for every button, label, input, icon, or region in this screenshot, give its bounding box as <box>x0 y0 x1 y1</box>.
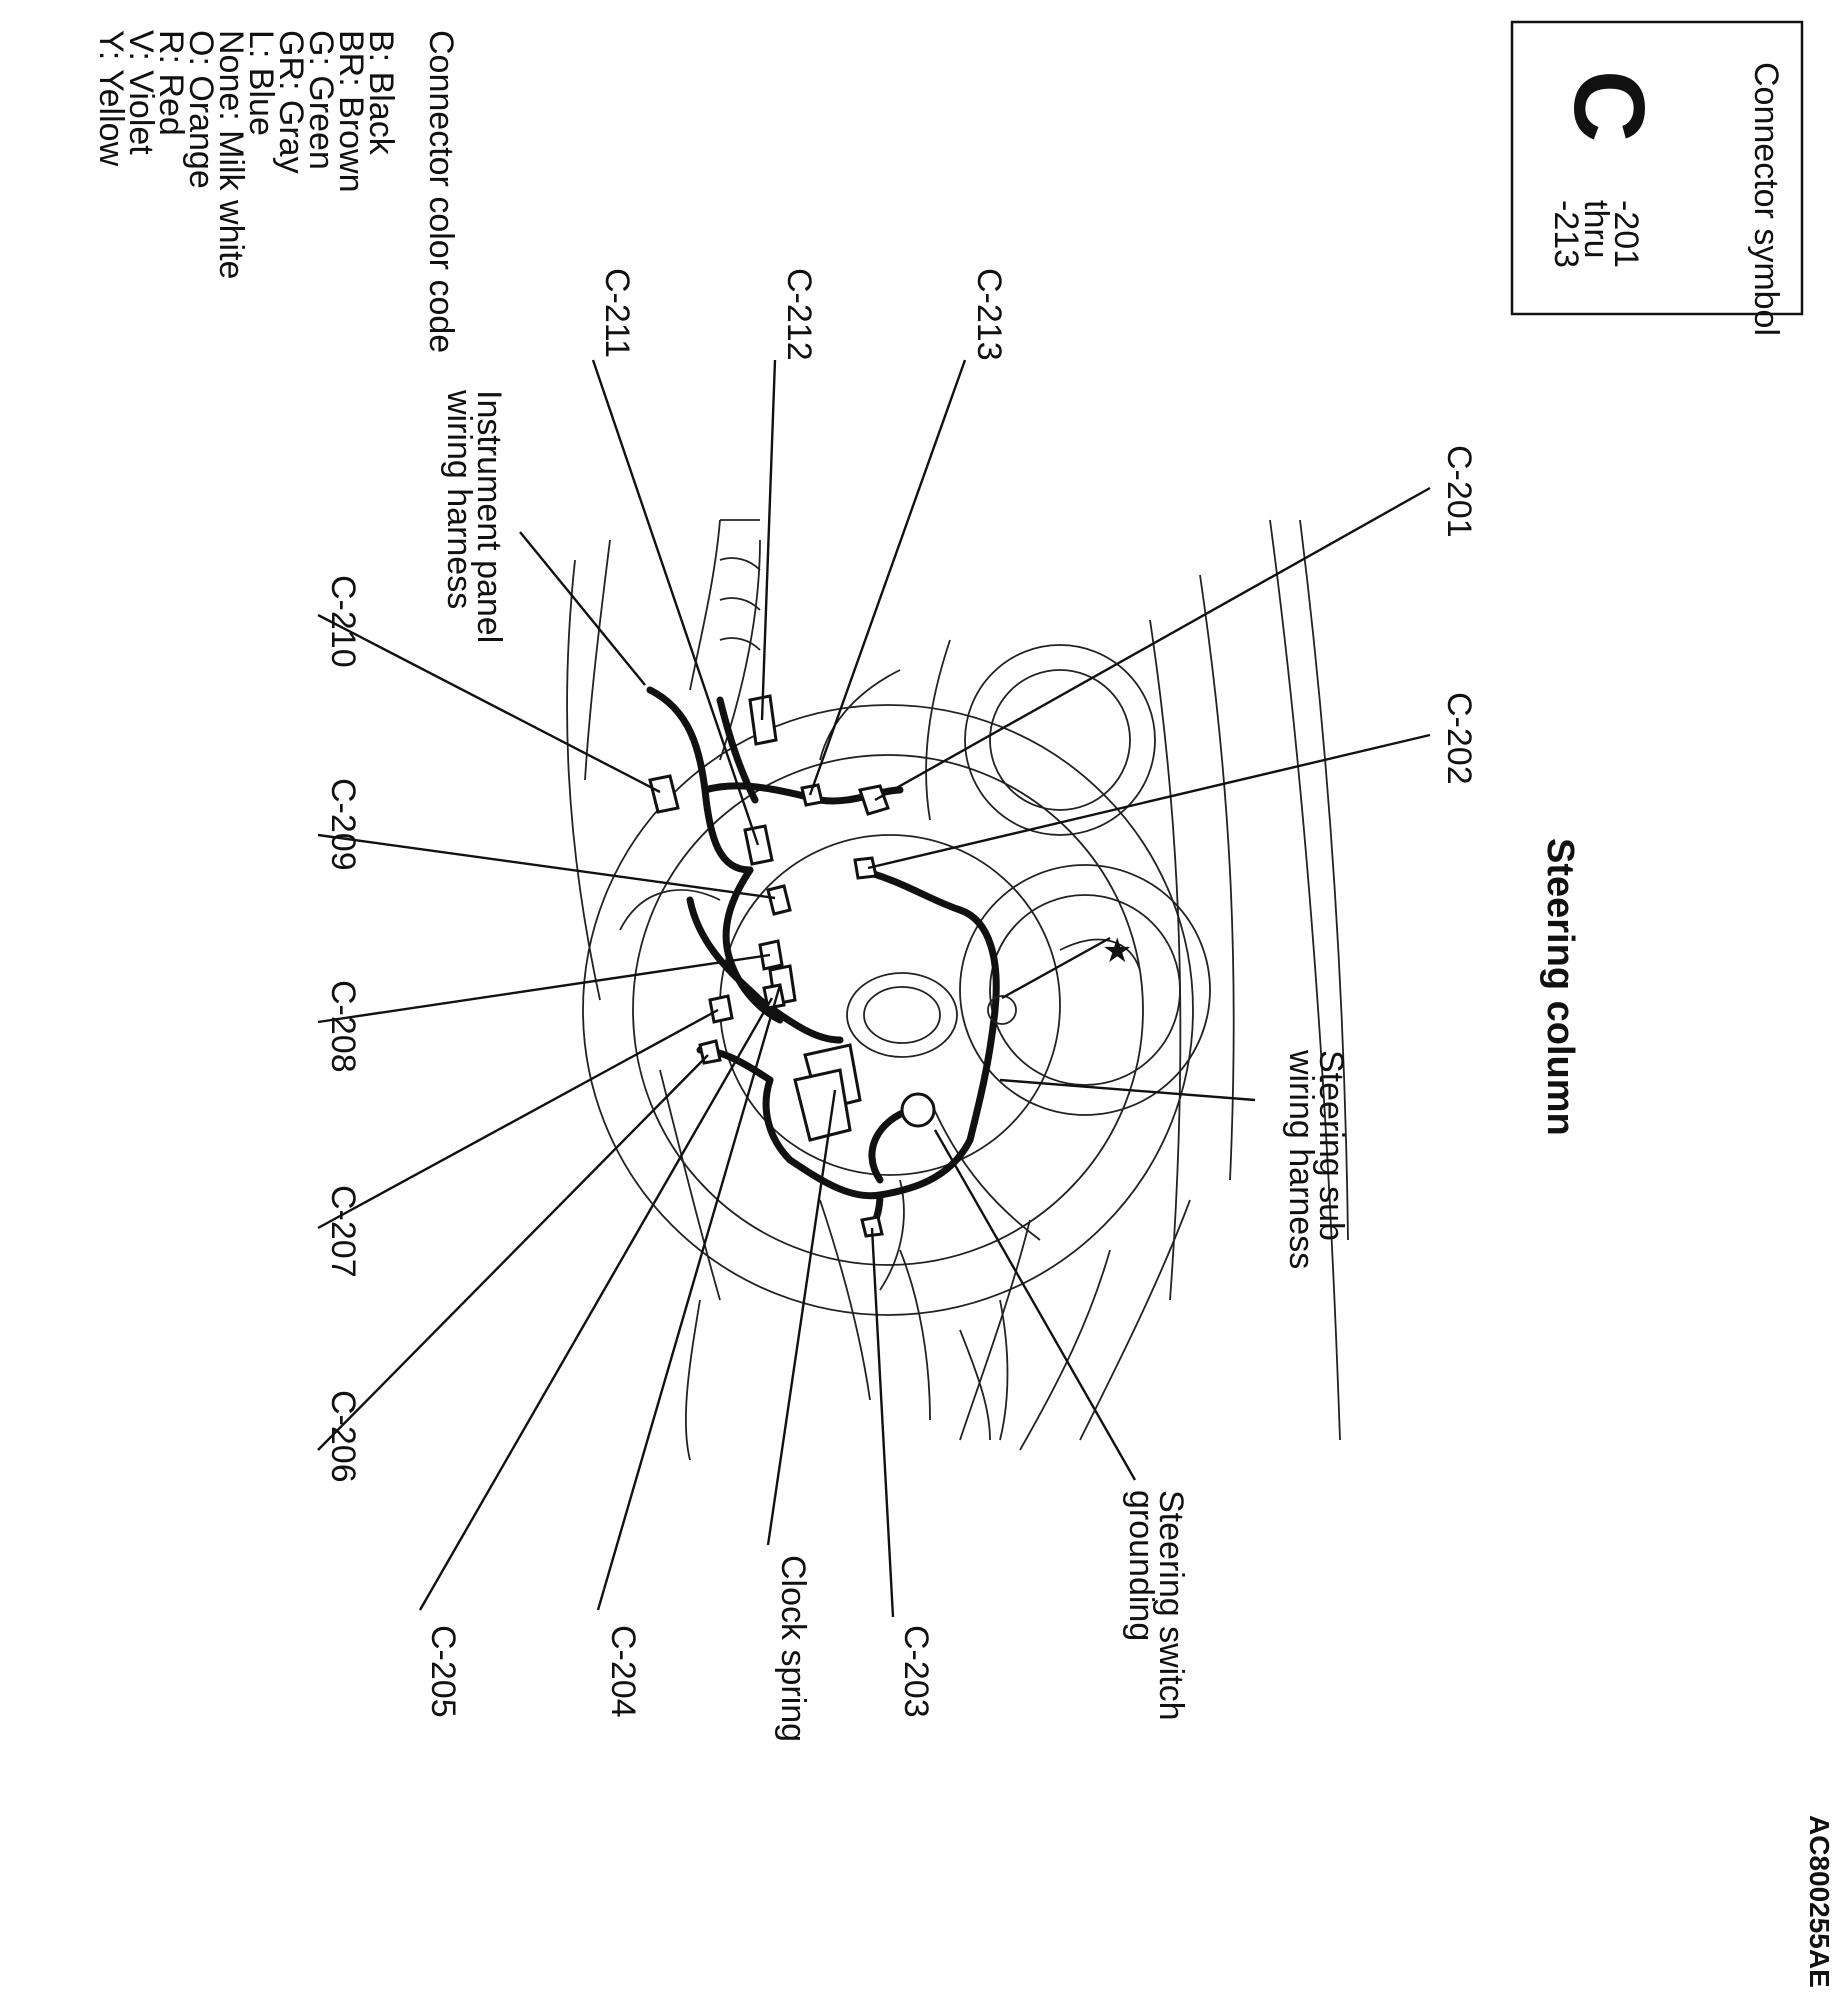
label-c209: C-209 <box>324 778 362 871</box>
color-code-entry: BR: Brown <box>332 30 370 193</box>
harness-clip <box>987 995 1017 1025</box>
label-steering-switch-grounding-2: grounding <box>1122 1490 1160 1641</box>
label-c204: C-204 <box>604 1625 642 1718</box>
connector-range-start: -201 <box>1607 200 1645 268</box>
color-code-entry: L: Blue <box>242 30 280 136</box>
label-c202: C-202 <box>1440 692 1478 785</box>
label-c208: C-208 <box>324 980 362 1073</box>
connector-c210 <box>648 774 680 814</box>
label-c201: C-201 <box>1440 445 1478 538</box>
connector-c202 <box>853 856 878 880</box>
connector-symbol-box: Connector symbol C -201 thru -213 <box>1510 20 1804 336</box>
label-steering-sub-harness-2: wiring harness <box>1282 1049 1320 1269</box>
connector-c211 <box>743 824 774 866</box>
connector-c203 <box>860 1215 884 1238</box>
label-c205: C-205 <box>424 1625 462 1718</box>
connectors: ★ <box>648 694 1132 1238</box>
dashboard-line-art <box>566 519 1349 1461</box>
connector-c201 <box>858 784 890 816</box>
connector-symbol-label-1: Connector symbol <box>1747 62 1785 336</box>
color-code-entry: V: Violet <box>122 30 160 155</box>
color-code-entry: G: Green <box>302 30 340 170</box>
figure-code: AC800255AE <box>1804 1815 1835 1988</box>
label-clock-spring: Clock spring <box>774 1555 812 1742</box>
label-instrument-panel-harness-1: Instrument panel <box>470 390 508 643</box>
callout-labels: C-201 C-202 C-203 C-204 C-205 C-206 C-20… <box>324 268 1478 1742</box>
label-c210: C-210 <box>324 575 362 668</box>
color-code-entry: GR: Gray <box>272 30 310 174</box>
label-c211: C-211 <box>598 268 636 358</box>
connector-c209 <box>766 884 792 916</box>
leader-lines <box>317 359 1431 1618</box>
harness-lines <box>646 686 1000 1234</box>
color-code-entry: None: Milk white <box>212 30 250 279</box>
label-c206: C-206 <box>324 1390 362 1483</box>
connector-symbol-letter: C <box>1553 70 1665 142</box>
label-c203: C-203 <box>897 1625 935 1718</box>
label-instrument-panel-harness-2: wiring harness <box>440 389 478 609</box>
color-code-entry: B: Black <box>362 30 400 156</box>
label-c213: C-213 <box>970 268 1008 361</box>
color-code-entry: R: Red <box>152 30 190 136</box>
label-c207: C-207 <box>324 1185 362 1278</box>
color-code-heading-1: Connector color code <box>422 30 460 353</box>
color-code-entry: O: Orange <box>182 30 220 189</box>
label-steering-sub-harness-1: Steering sub <box>1312 1050 1350 1241</box>
diagram-title: Steering column <box>1539 838 1581 1136</box>
connector-range-mid: thru <box>1577 200 1615 259</box>
label-steering-switch-grounding-1: Steering switch <box>1152 1490 1190 1721</box>
connector-range-end: -213 <box>1547 200 1585 268</box>
color-code-legend: Connector color code B: Black BR: Brown … <box>92 30 460 353</box>
star-marker: ★ <box>1102 931 1132 971</box>
label-c212: C-212 <box>780 268 818 361</box>
grounding-point <box>900 1092 936 1128</box>
connector-c207 <box>708 994 734 1024</box>
connector-c208 <box>758 939 784 971</box>
color-code-entry: Y: Yellow <box>92 30 130 167</box>
